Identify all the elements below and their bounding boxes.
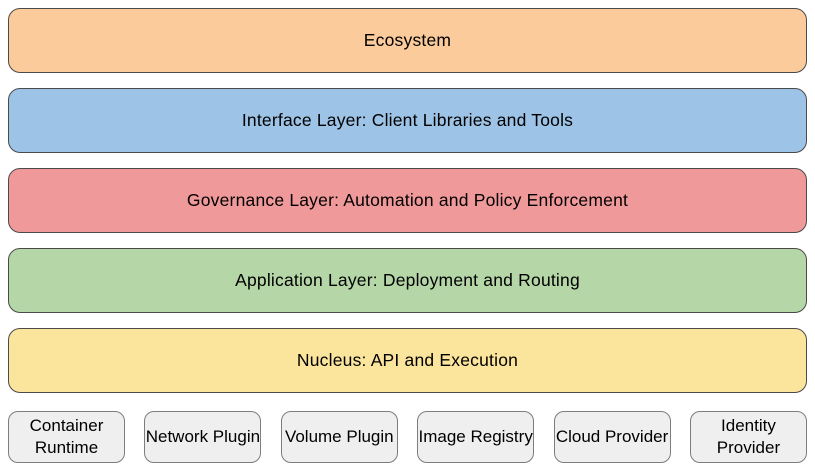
plugin-box-5: Identity Provider — [689, 411, 807, 463]
plugin-box-1: Network Plugin — [144, 411, 262, 463]
layer-stack: Ecosystem Interface Layer: Client Librar… — [8, 8, 807, 393]
layer-label: Ecosystem — [363, 30, 452, 50]
layer-box-2: Governance Layer: Automation and Policy … — [8, 168, 807, 233]
plugin-box-0: Container Runtime — [8, 411, 125, 463]
layer-box-1: Interface Layer: Client Libraries and To… — [8, 88, 807, 153]
layer-box-4: Nucleus: API and Execution — [8, 328, 807, 393]
layer-box-3: Application Layer: Deployment and Routin… — [8, 248, 807, 313]
plugin-label: Cloud Provider — [555, 426, 669, 446]
plugin-label: Volume Plugin — [284, 426, 394, 446]
plugin-label: Network Plugin — [145, 426, 261, 446]
plugin-label: Image Registry — [418, 426, 533, 446]
plugin-box-2: Volume Plugin — [280, 411, 398, 463]
layer-label: Interface Layer: Client Libraries and To… — [241, 110, 574, 130]
plugin-box-3: Image Registry — [417, 411, 535, 463]
layer-label: Nucleus: API and Execution — [296, 350, 519, 370]
layer-label: Application Layer: Deployment and Routin… — [235, 270, 580, 290]
plugin-label: Identity Provider — [716, 415, 781, 457]
layer-label: Governance Layer: Automation and Policy … — [186, 190, 629, 210]
plugin-box-4: Cloud Provider — [553, 411, 671, 463]
plugin-label: Container Runtime — [29, 415, 104, 457]
plugin-row: Container Runtime Network Plugin Volume … — [8, 411, 807, 463]
layer-box-0: Ecosystem — [8, 8, 807, 73]
